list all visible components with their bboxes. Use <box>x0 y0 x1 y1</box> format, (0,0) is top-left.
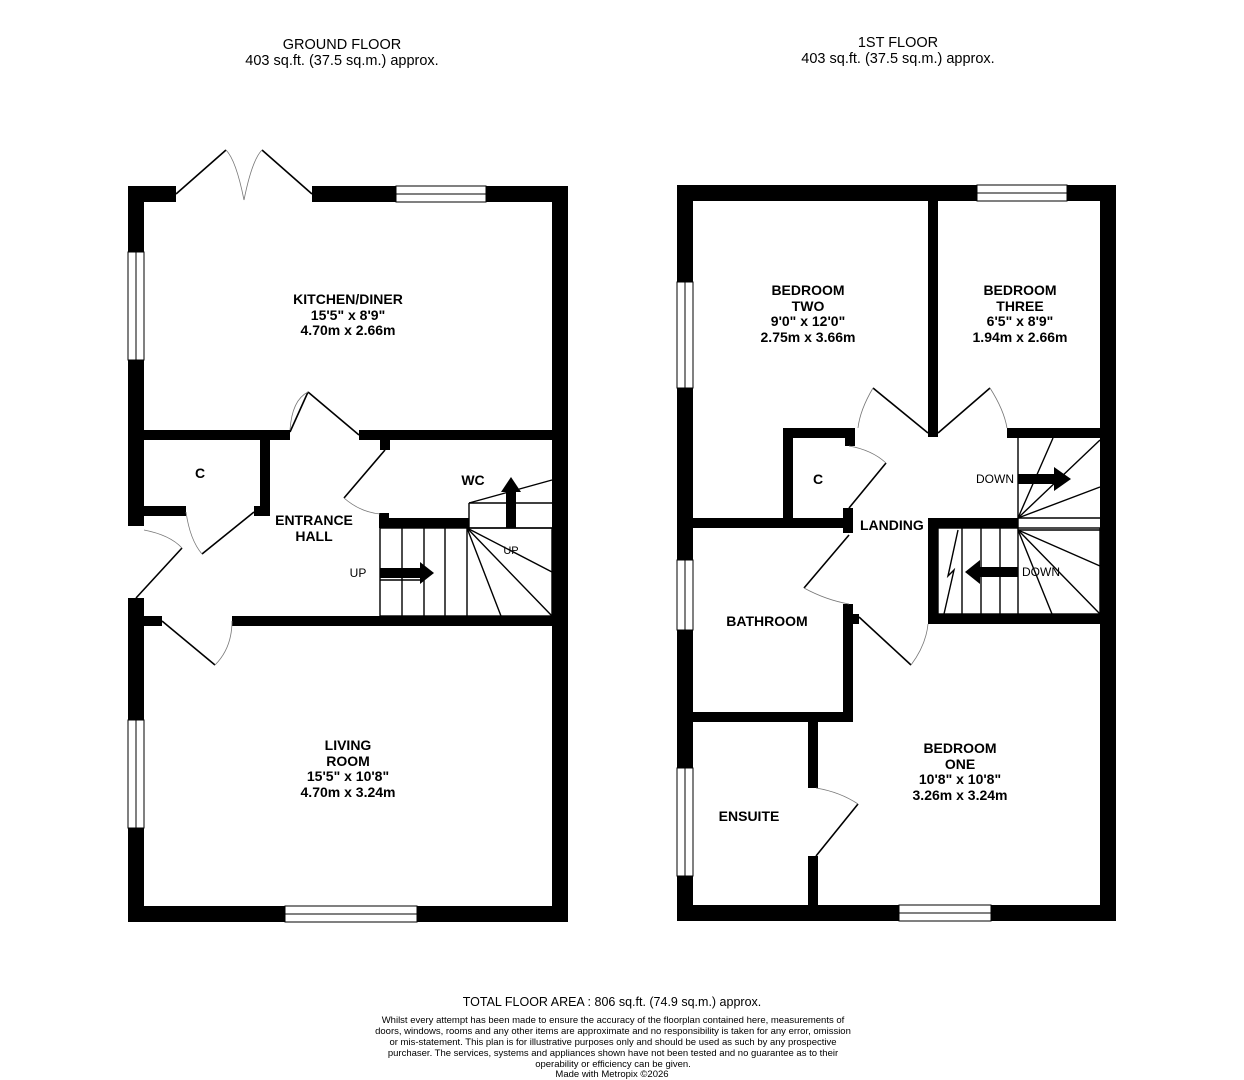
room-landing: LANDING <box>860 517 932 534</box>
stair-label-up-winder: UP <box>503 545 519 557</box>
room-cupboard: C <box>190 465 210 482</box>
ground-doors <box>135 149 386 666</box>
room-bedroom-two: BEDROOM TWO 9'0" x 12'0" 2.75m x 3.66m <box>728 282 888 345</box>
room-size-metric: 4.70m x 3.24m <box>300 783 396 800</box>
room-size-metric: 2.75m x 3.66m <box>760 328 856 345</box>
stair-label-down-upper: DOWN <box>976 472 1014 486</box>
room-name-line1: LIVING <box>324 737 372 753</box>
room-name: C <box>194 465 206 481</box>
room-ensuite: ENSUITE <box>704 808 794 825</box>
ground-windows <box>127 185 487 923</box>
room-entrance-hall: ENTRANCE HALL <box>262 512 366 544</box>
room-name: BATHROOM <box>726 613 808 629</box>
first-door-arcs <box>803 387 1008 805</box>
stair-label-down-lower: DOWN <box>1022 565 1060 579</box>
ground-door-arcs <box>143 149 381 666</box>
made-with-credit: Made with Metropix ©2026 <box>555 1069 669 1080</box>
room-name-line2: TWO <box>791 297 825 314</box>
ground-stair-arrows <box>380 477 521 584</box>
room-size-imperial: 15'5" x 8'9" <box>310 306 386 323</box>
room-bedroom-three: BEDROOM THREE 6'5" x 8'9" 1.94m x 2.66m <box>940 282 1100 345</box>
room-size-metric: 4.70m x 2.66m <box>300 322 396 338</box>
disclaimer-text: Whilst every attempt has been made to en… <box>375 1015 851 1070</box>
room-wc: WC <box>456 472 490 489</box>
room-bedroom-one: BEDROOM ONE 10'8" x 10'8" 3.26m x 3.24m <box>880 740 1040 803</box>
room-size-imperial: 10'8" x 10'8" <box>918 771 1002 787</box>
ground-stairs <box>379 479 553 617</box>
ground-floor-header: GROUND FLOOR 403 sq.ft. (37.5 sq.m.) app… <box>222 37 462 69</box>
room-name-line2: ONE <box>944 755 976 772</box>
room-name-line2: THREE <box>996 297 1044 314</box>
room-name: KITCHEN/DINER <box>293 291 403 307</box>
ground-floor-title: GROUND FLOOR <box>282 37 402 53</box>
first-stairs <box>937 437 1101 615</box>
room-name-line1: BEDROOM <box>923 740 997 756</box>
first-windows <box>676 184 1068 922</box>
room-name-line2: HALL <box>295 527 333 544</box>
room-size-metric: 3.26m x 3.24m <box>912 786 1008 803</box>
total-floor-area: TOTAL FLOOR AREA : 806 sq.ft. (74.9 sq.m… <box>462 995 762 1009</box>
first-floor-header: 1ST FLOOR 403 sq.ft. (37.5 sq.m.) approx… <box>778 35 1018 67</box>
first-floor-plan <box>677 185 1116 921</box>
room-name: WC <box>461 472 485 488</box>
room-name: LANDING <box>860 517 924 533</box>
first-stair-arrows <box>965 467 1071 584</box>
room-name-line1: BEDROOM <box>983 282 1057 298</box>
room-size-metric: 1.94m x 2.66m <box>972 328 1068 345</box>
first-doors <box>803 387 991 857</box>
room-cupboard-first: C <box>808 471 828 488</box>
room-size-imperial: 6'5" x 8'9" <box>986 313 1054 329</box>
room-name: C <box>812 471 824 487</box>
ground-floor-area: 403 sq.ft. (37.5 sq.m.) approx. <box>245 53 439 69</box>
stair-label-up: UP <box>349 566 367 580</box>
room-kitchen-diner: KITCHEN/DINER 15'5" x 8'9" 4.70m x 2.66m <box>248 291 448 339</box>
room-name-line1: ENTRANCE <box>275 512 353 528</box>
room-name-line1: BEDROOM <box>771 282 845 298</box>
room-living-room: LIVING ROOM 15'5" x 10'8" 4.70m x 3.24m <box>258 737 438 800</box>
room-name-line2: ROOM <box>326 752 370 769</box>
room-size-imperial: 9'0" x 12'0" <box>770 313 846 329</box>
room-name: ENSUITE <box>718 808 780 824</box>
first-floor-title: 1ST FLOOR <box>857 35 939 51</box>
first-floor-area: 403 sq.ft. (37.5 sq.m.) approx. <box>801 51 995 67</box>
room-bathroom: BATHROOM <box>712 613 822 630</box>
room-size-imperial: 15'5" x 10'8" <box>306 768 390 784</box>
